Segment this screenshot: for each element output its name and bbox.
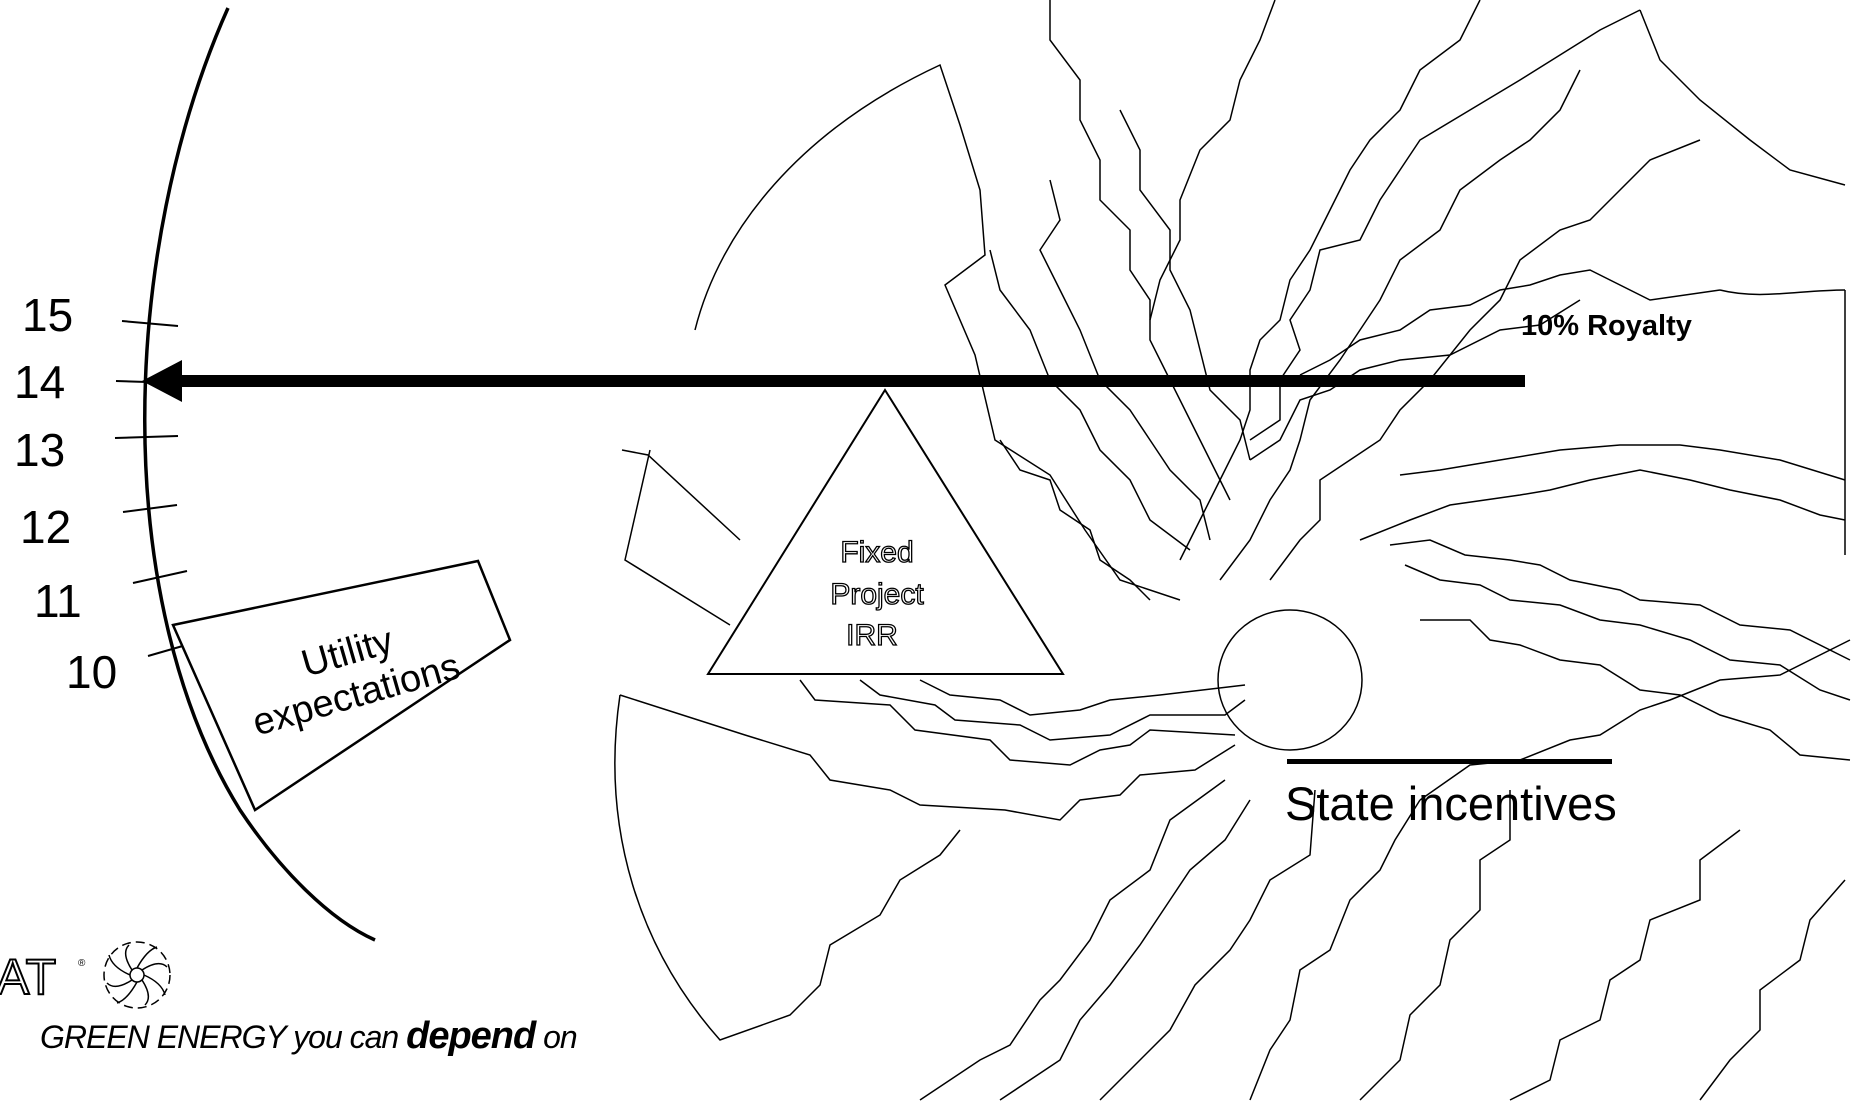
spiral-blade xyxy=(1000,800,1250,1100)
gauge-label-12: 12 xyxy=(20,501,71,553)
spiral-blade xyxy=(1150,0,1275,320)
spiral-blade xyxy=(1180,0,1480,560)
spiral-blade xyxy=(920,680,1245,715)
logo-mark: AT xyxy=(0,949,56,1005)
spiral-blade xyxy=(1640,10,1845,185)
state-incentives-rule xyxy=(1287,759,1612,764)
spiral-blade xyxy=(1360,790,1510,1100)
spiral-blade xyxy=(1100,790,1315,1100)
spiral-blade xyxy=(625,450,730,625)
state-incentives-label: State incentives xyxy=(1285,777,1617,830)
spiral-blade xyxy=(1420,640,1850,800)
spiral-blade xyxy=(1360,470,1845,540)
spiral-blade xyxy=(920,780,1225,1100)
utility-expectations-box: Utility expectations xyxy=(173,561,510,810)
spiral-blade xyxy=(1000,440,1150,600)
irr-label-line1: Fixed xyxy=(840,536,913,569)
irr-label-line2: Project xyxy=(830,578,924,611)
spiral-blade xyxy=(1040,180,1210,540)
arrowhead-icon xyxy=(142,360,182,402)
spiral-blade xyxy=(1250,800,1420,1100)
gauge-label-11: 11 xyxy=(34,575,82,627)
spiral-blade xyxy=(800,680,1235,765)
gauge-tick xyxy=(133,571,187,583)
spiral-blade xyxy=(1700,880,1845,1100)
irr-gauge: 15 14 13 12 11 10 xyxy=(14,8,375,940)
spiral-hub xyxy=(1218,610,1362,750)
gauge-label-13: 13 xyxy=(14,424,65,476)
spiral-blade xyxy=(1270,140,1700,580)
state-incentives-group: State incentives xyxy=(1285,759,1617,830)
gauge-label-10: 10 xyxy=(66,646,117,698)
spiral-blade xyxy=(1420,620,1850,760)
spiral-turbine-icon xyxy=(104,942,170,1008)
spiral-blade xyxy=(620,695,1235,820)
tagline-part1: GREEN ENERGY you can xyxy=(40,1019,406,1055)
gauge-label-14: 14 xyxy=(14,356,65,408)
gauge-tick xyxy=(115,436,178,438)
spiral-blade xyxy=(1720,290,1845,294)
gauge-label-15: 15 xyxy=(22,289,73,341)
spiral-blade xyxy=(1400,445,1845,480)
spiral-blade xyxy=(1510,830,1740,1100)
spiral-blade xyxy=(1390,540,1850,660)
tagline-part3: on xyxy=(535,1019,577,1055)
logo-registered: ® xyxy=(78,958,86,969)
spiral-blade xyxy=(615,695,960,1040)
company-logo: AT ® GREEN ENERGY you can depend on xyxy=(0,942,577,1057)
fixed-project-irr-triangle: Fixed Project IRR xyxy=(708,390,1063,674)
irr-label-line3: IRR xyxy=(846,619,898,652)
tagline-emphasis: depend xyxy=(406,1015,537,1057)
logo-tagline: GREEN ENERGY you can depend on xyxy=(40,1015,577,1057)
spiral-blade xyxy=(1405,565,1850,700)
spiral-blade xyxy=(990,250,1190,550)
royalty-label: 10% Royalty xyxy=(1521,310,1692,342)
